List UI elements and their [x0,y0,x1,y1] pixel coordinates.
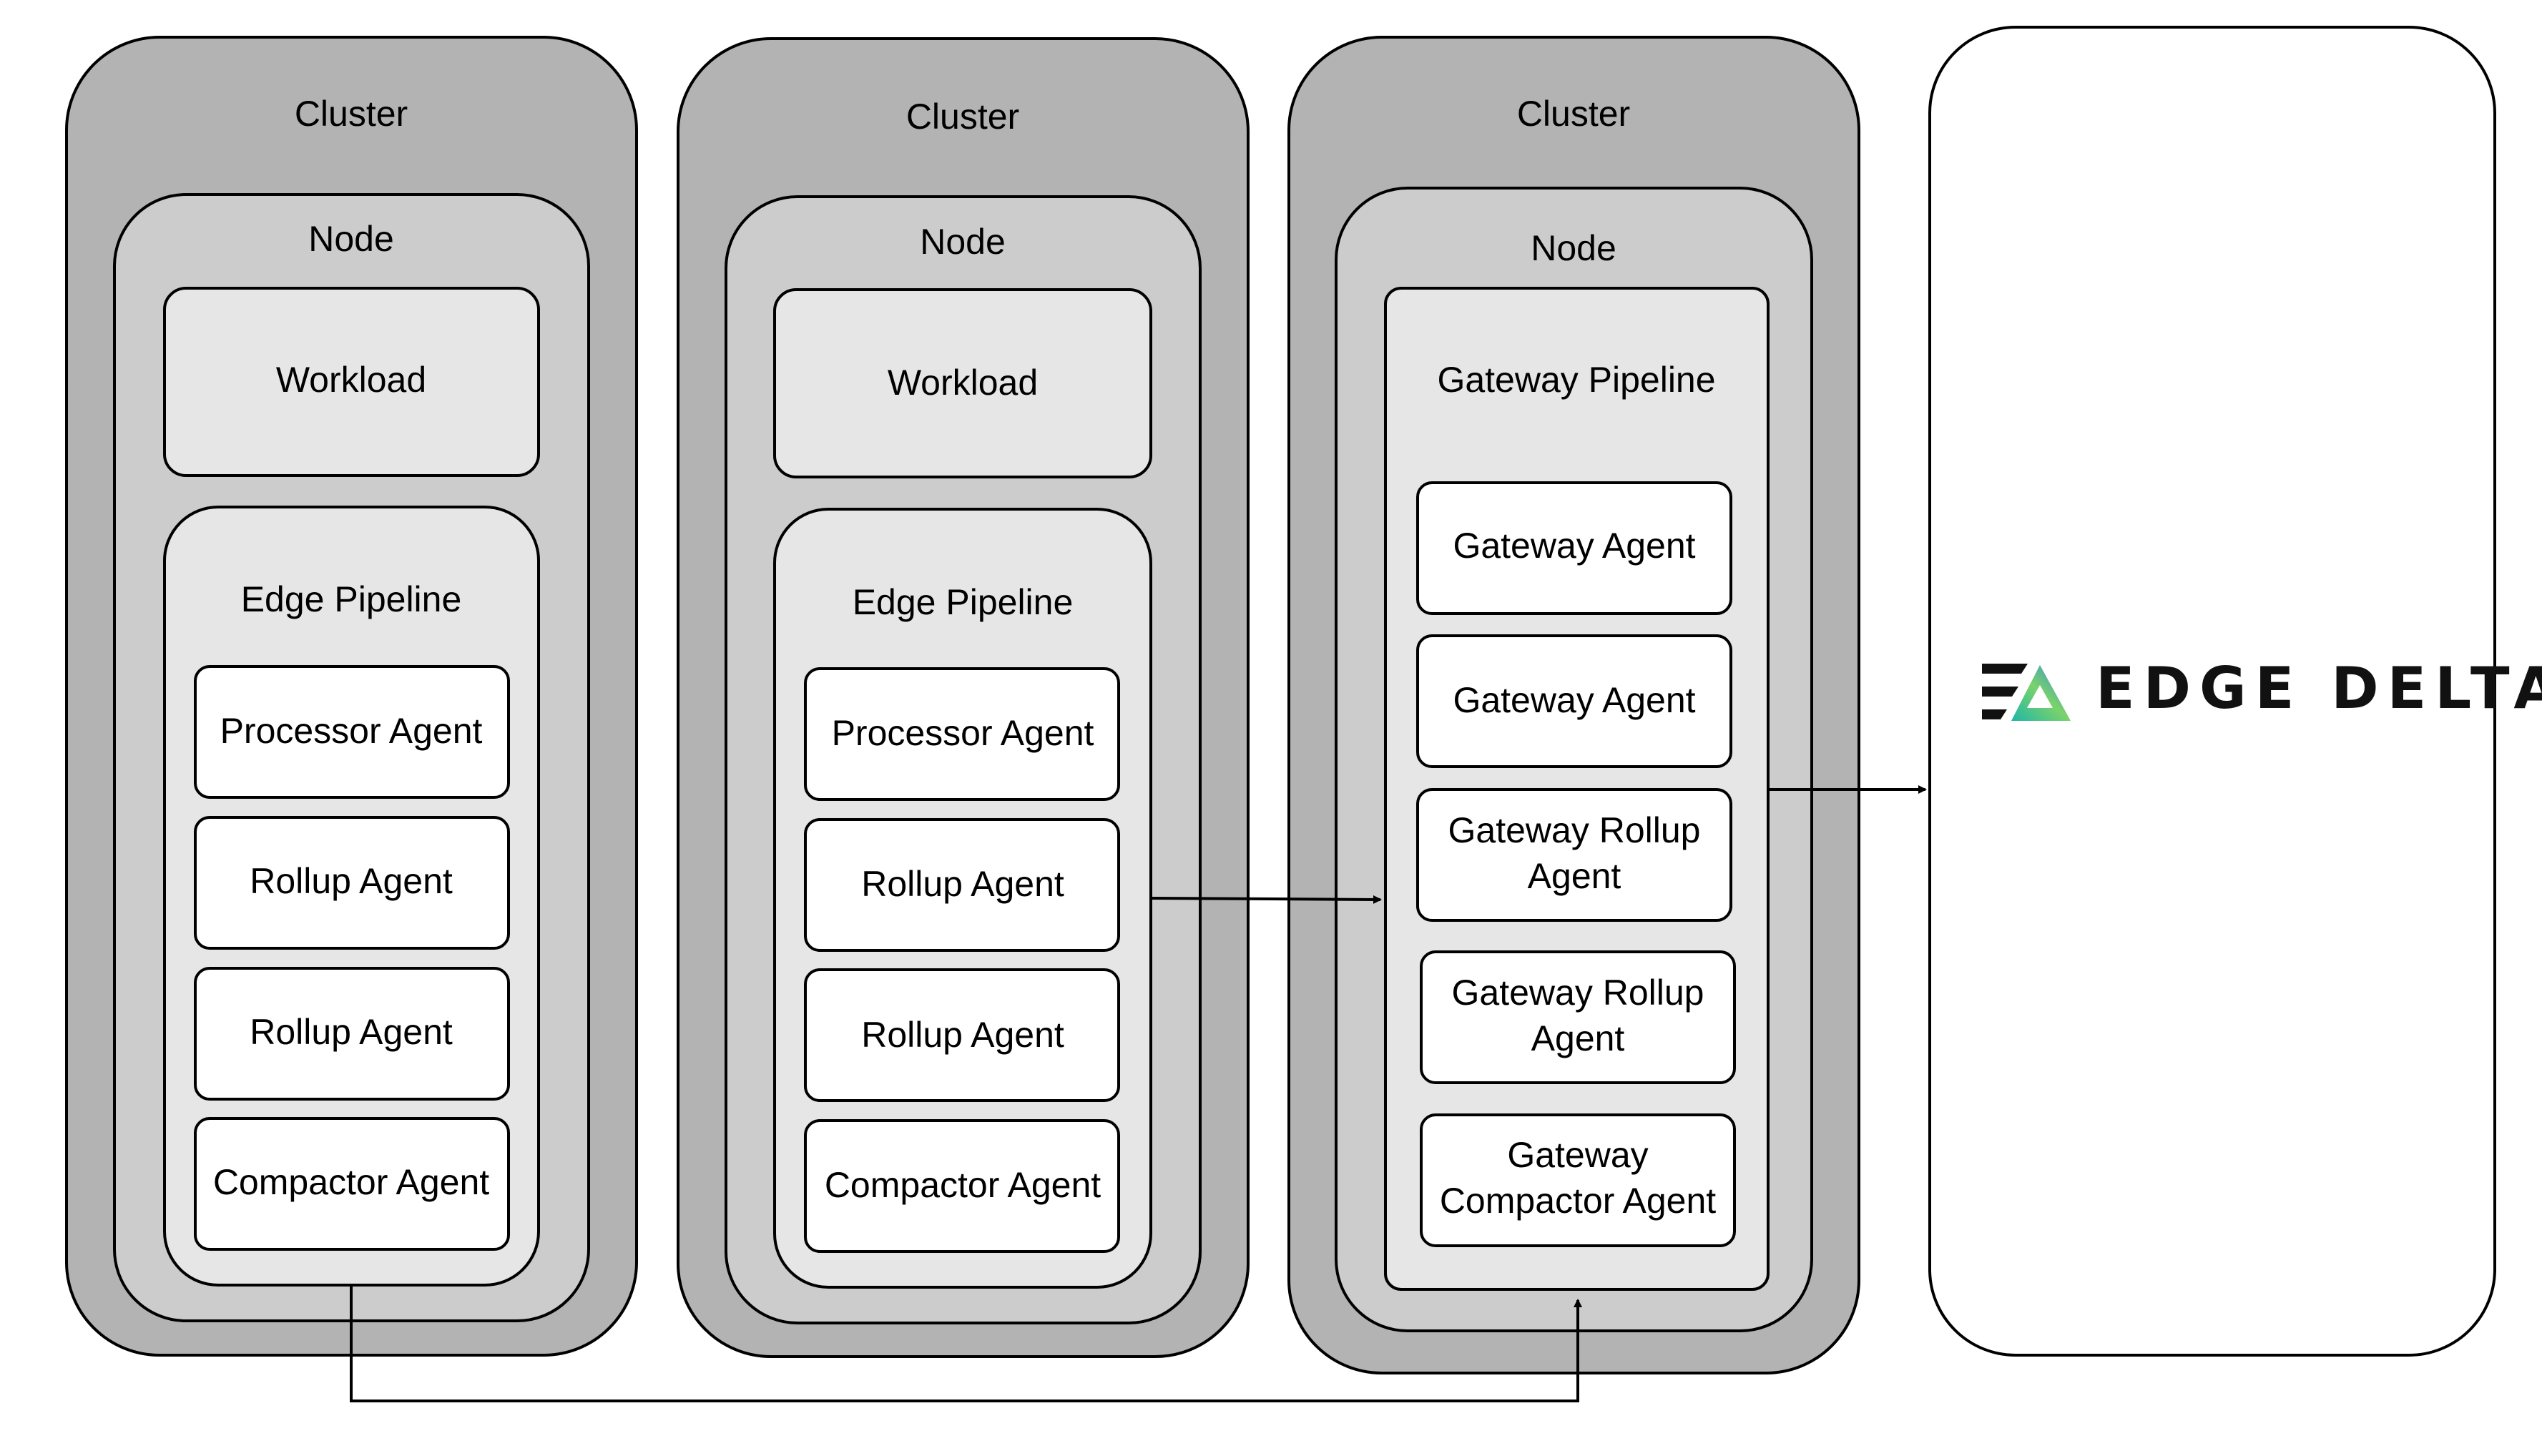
gateway-compactor-agent-box [1420,1113,1736,1247]
compactor-agent-2-label: Compactor Agent [825,1165,1101,1205]
gateway-rollup-agent-1-label-line1: Gateway Rollup [1448,810,1701,850]
rollup-agent-1b-label: Rollup Agent [250,1012,453,1052]
gateway-rollup-agent-2-label-line1: Gateway Rollup [1452,973,1704,1013]
workload-1-box [163,287,540,477]
cluster-3-label: Cluster [1517,94,1630,134]
destination-box [1928,26,2496,1357]
node-2-label: Node [920,222,1006,262]
node-3-label: Node [1531,228,1616,268]
compactor-agent-2-box [804,1119,1120,1253]
rollup-agent-2b-box [804,968,1120,1102]
processor-agent-1-label: Processor Agent [220,711,483,751]
edge-delta-logo-icon [1982,664,2071,721]
gateway-pipeline-label: Gateway Pipeline [1437,360,1715,400]
rollup-agent-2a-box [804,818,1120,952]
workload-1-label: Workload [276,360,426,400]
cluster-2: Cluster Node Workload Edge Pipeline Proc… [677,37,1250,1358]
rollup-agent-1a-box [194,816,510,950]
edge-delta-destination: EDGE DELTA [1928,26,2542,1357]
rollup-agent-2a-label: Rollup Agent [861,864,1064,904]
cluster-1-label: Cluster [295,94,408,134]
gateway-agent-1-label: Gateway Agent [1453,526,1695,566]
processor-agent-1-box [194,665,510,799]
connector-cluster1-to-gateway [350,1285,1582,1402]
edge-pipeline-1-label: Edge Pipeline [241,579,462,619]
gateway-compactor-agent-label-line1: Gateway [1507,1135,1648,1175]
rollup-agent-2b-label: Rollup Agent [861,1015,1064,1055]
processor-agent-2-box [804,667,1120,801]
workload-2-box [773,288,1152,478]
compactor-agent-1-box [194,1117,510,1251]
gateway-rollup-agent-1-label-line2: Agent [1528,856,1621,896]
gateway-rollup-agent-1-box [1416,788,1732,922]
node-1-label: Node [308,219,394,259]
cluster-3: Cluster Node Gateway Pipeline Gateway Ag… [1287,36,1860,1374]
gateway-rollup-agent-2-label-line2: Agent [1531,1018,1625,1058]
edge-pipeline-2-label: Edge Pipeline [853,582,1074,622]
edge-delta-logo-text: EDGE DELTA [2096,655,2542,722]
connector-cluster2-to-gateway [1150,895,1382,904]
cluster-1: Cluster Node Workload Edge Pipeline Proc… [65,36,638,1357]
gateway-agent-2-label: Gateway Agent [1453,680,1695,720]
gateway-agent-2-box [1416,634,1732,768]
gateway-compactor-agent-label-line2: Compactor Agent [1440,1181,1716,1221]
workload-2-label: Workload [888,363,1038,403]
gateway-rollup-agent-2-box [1420,950,1736,1084]
rollup-agent-1b-box [194,967,510,1101]
cluster-2-label: Cluster [906,97,1019,137]
rollup-agent-1a-label: Rollup Agent [250,861,453,901]
compactor-agent-1-label: Compactor Agent [213,1162,489,1202]
processor-agent-2-label: Processor Agent [832,713,1094,753]
connectors [350,785,1927,1402]
gateway-agent-1-box [1416,481,1732,615]
